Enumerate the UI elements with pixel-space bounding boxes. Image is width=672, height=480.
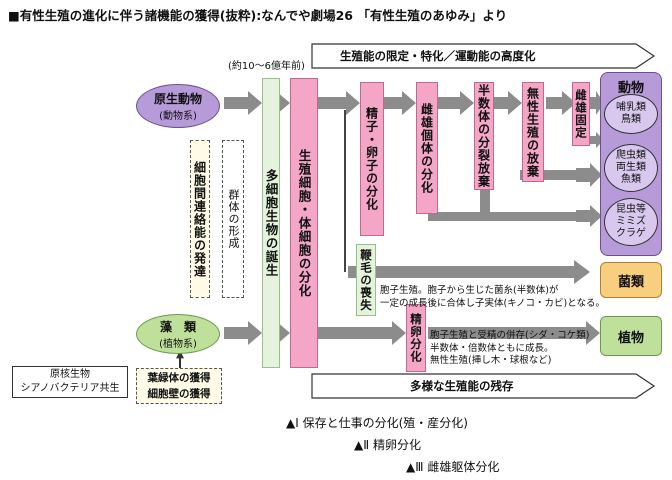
flagella-label: 鞭毛の喪失 [359, 248, 373, 312]
animals-group-2: 爬虫類 両生類 魚類 [604, 144, 658, 192]
sex-sep-box: 雌雄個体の分化 [416, 82, 438, 214]
legend-item-3: ▲Ⅲ 雌雄躯体分化 [406, 460, 500, 474]
plant-note-line3: 無性生殖(挿し木・球根など) [430, 355, 552, 366]
protozoa-sub: (動物系) [159, 111, 197, 122]
fungi-note-line2: 一定の成長後に合体し子実体(キノコ・カビ)となる。 [380, 298, 605, 309]
germ-soma-label: 生殖細胞・体細胞の分化 [296, 148, 312, 298]
prokaryote-line2: シアノバクテリア共生 [20, 383, 120, 394]
plant-note-line2: 半数体・倍数体ともに成長。 [430, 342, 554, 354]
group-form-box: 群体の形成 [222, 140, 244, 298]
sex-fixed-label: 雌雄固定 [574, 89, 588, 139]
germ-soma-box: 生殖細胞・体細胞の分化 [290, 78, 318, 368]
plant-note-line1: 胞子生殖と受精の併存(シダ・コケ類) [430, 330, 590, 341]
sperm-egg2-box: 精卵分化 [406, 304, 426, 372]
banner-bottom-arrow [311, 373, 656, 399]
legend-item-1: ▲Ⅰ 保存と仕事の分化(殖・産分化) [286, 416, 468, 430]
animals-group-1-label: 哺乳類 鳥類 [616, 102, 646, 125]
multicell-box: 多細胞生物の誕生 [262, 78, 280, 368]
fungi-note: 胞子生殖。胞子から生じた菌糸(半数体)が 一定の成長後に合体し子実体(キノコ・カ… [380, 284, 605, 310]
plants-box: 植物 [600, 316, 662, 356]
protozoa-node: 原生動物 (動物系) [136, 84, 220, 128]
asexual-label: 無性生殖の放棄 [525, 86, 540, 178]
algae-node: 藻 類 (植物系) [136, 314, 220, 354]
banner-top-arrow [311, 43, 656, 69]
algae-sub: (植物系) [159, 339, 197, 350]
banner-top-label: 生殖能の限定・特化／運動能の高度化 [340, 49, 536, 63]
group-form-label: 群体の形成 [227, 189, 240, 249]
plants-label: 植物 [617, 330, 644, 346]
legend-item-2: ▲Ⅱ 精卵分化 [354, 438, 421, 452]
banner-bottom-label: 多様な生殖能の残存 [410, 379, 514, 393]
prokaryote-box: 原核生物 シアノバクテリア共生 [12, 366, 128, 398]
time-label: (約10～6億年前) [228, 61, 305, 72]
animals-title: 動物 [617, 81, 644, 96]
algae-name: 藻 類 [159, 320, 196, 334]
sperm-egg-label: 精子・卵子の分化 [364, 107, 379, 211]
fungi-label: 菌類 [617, 274, 644, 290]
chloroplast-box: 葉緑体の獲得 細胞壁の獲得 [136, 368, 222, 404]
chloro-line2: 細胞壁の獲得 [147, 388, 211, 400]
sex-fixed-box: 雌雄固定 [572, 82, 590, 146]
multicell-label: 多細胞生物の誕生 [263, 169, 279, 277]
animals-group-2-label: 爬虫類 両生類 魚類 [616, 150, 646, 185]
block-arrows [224, 91, 604, 345]
fungi-box: 菌類 [600, 262, 662, 298]
animals-group-3-label: 昆虫等 ミミズ クラゲ [616, 204, 646, 239]
haploid-box: 半数体の分裂放棄 [474, 82, 494, 190]
sex-sep-label: 雌雄個体の分化 [419, 102, 434, 194]
haploid-label: 半数体の分裂放棄 [476, 84, 491, 188]
page-title: ■有性生殖の進化に伴う諸機能の獲得(抜粋):なんでや劇場26 「有性生殖のあゆみ… [8, 8, 508, 23]
cell-link-label: 細胞間連絡能の発達 [192, 160, 207, 278]
sperm-egg-box: 精子・卵子の分化 [360, 82, 384, 236]
prokaryote-line1: 原核生物 [50, 369, 90, 380]
asexual-box: 無性生殖の放棄 [522, 82, 544, 182]
animals-group-3: 昆虫等 ミミズ クラゲ [604, 198, 658, 246]
cell-link-box: 細胞間連絡能の発達 [190, 140, 210, 298]
plant-note: 胞子生殖と受精の併存(シダ・コケ類) 半数体・倍数体ともに成長。 無性生殖(挿し… [430, 330, 589, 368]
animals-group-1: 哺乳類 鳥類 [604, 94, 658, 134]
flagella-box: 鞭毛の喪失 [356, 244, 376, 316]
sperm-egg2-label: 精卵分化 [409, 313, 423, 363]
chloro-line1: 葉緑体の獲得 [147, 372, 211, 384]
fungi-note-line1: 胞子生殖。胞子から生じた菌糸(半数体)が [380, 285, 559, 296]
protozoa-name: 原生動物 [153, 92, 202, 106]
